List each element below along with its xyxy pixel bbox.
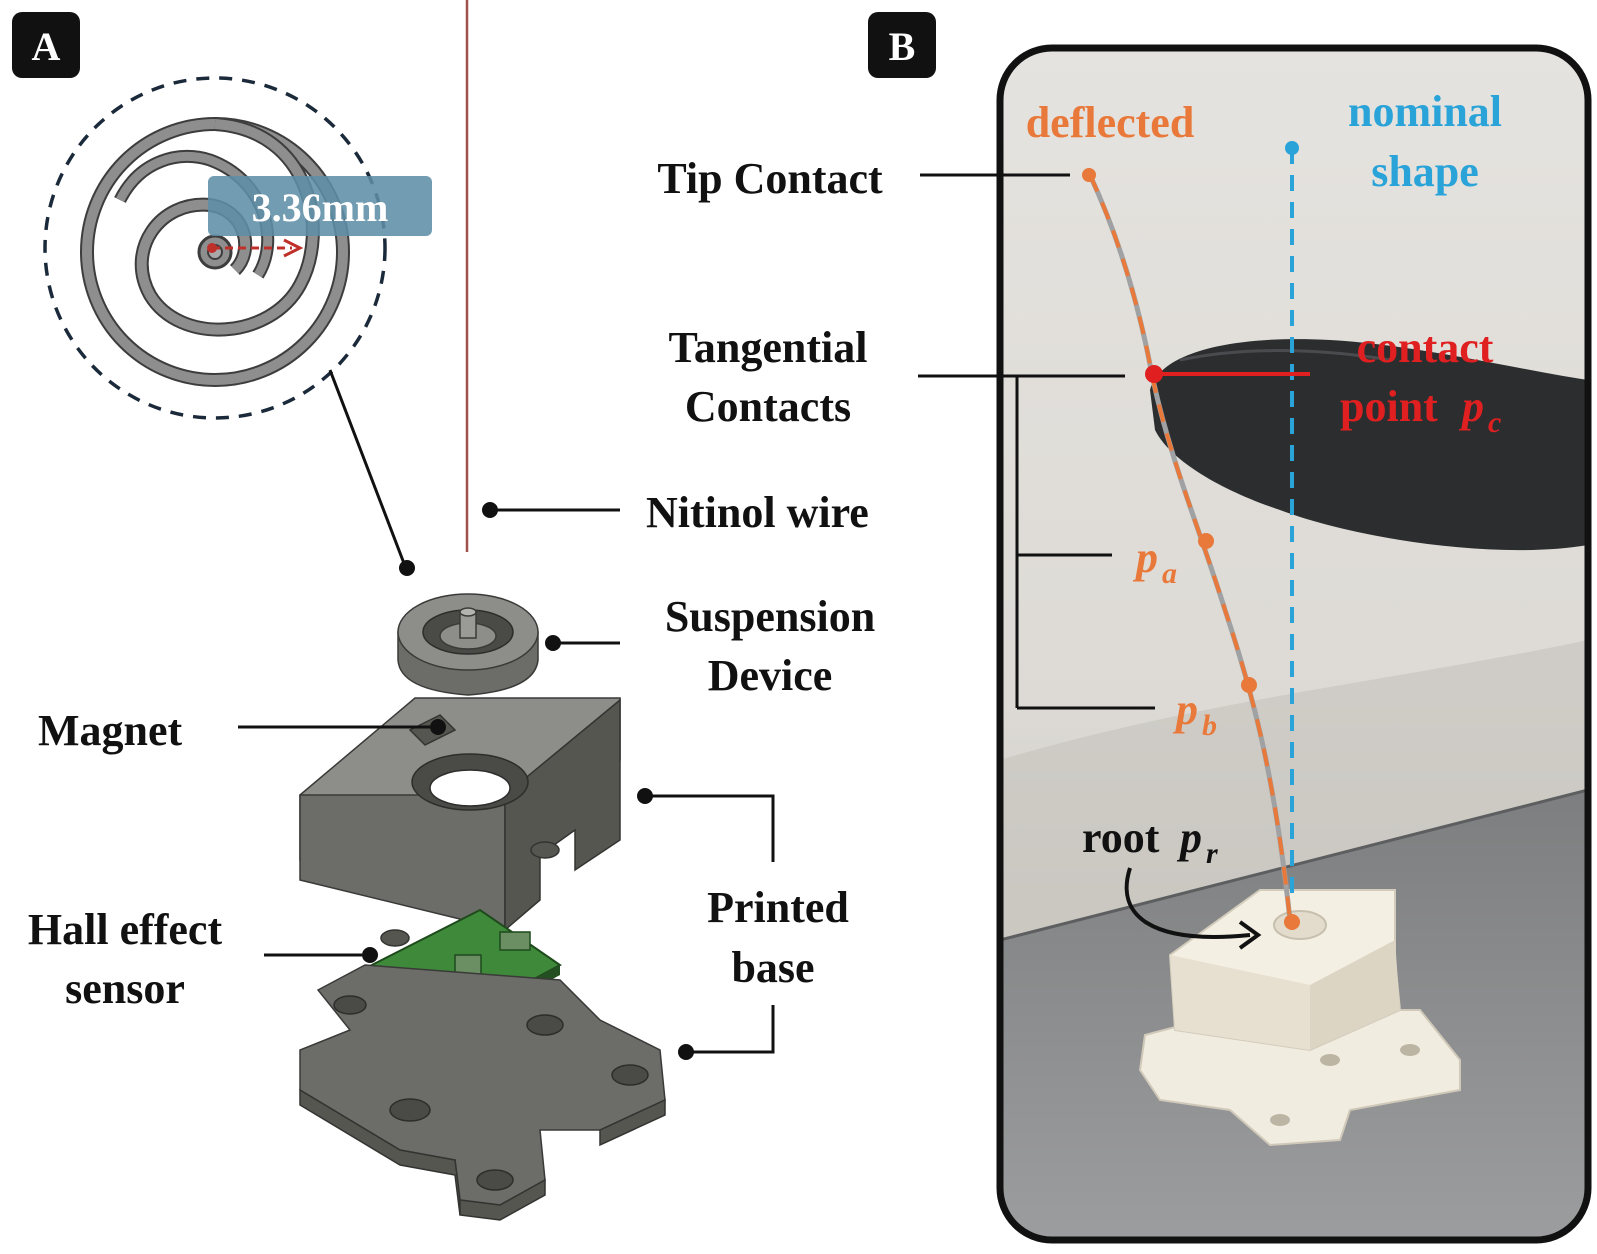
nitinol-wire-callout: Nitinol wire — [482, 488, 869, 537]
contact-point-marker — [1145, 365, 1310, 383]
panel-b: B — [657, 12, 1592, 1244]
hall-label-line2: sensor — [65, 964, 185, 1013]
panel-b-badge: B — [868, 12, 936, 78]
photo-printed-base — [1138, 889, 1461, 1147]
contact-point-word: point — [1340, 382, 1438, 431]
contact-label-line1: contact — [1357, 323, 1494, 372]
detail-leader — [328, 369, 407, 567]
spiral-detail: 3.36mm — [43, 76, 432, 420]
printed-base-callout: Printed base — [637, 788, 849, 1060]
pr-symbol: p — [1176, 813, 1202, 862]
nitinol-wire-label: Nitinol wire — [646, 488, 869, 537]
panel-b-letter: B — [889, 24, 916, 69]
printed-base-upper-render — [299, 697, 621, 947]
suspension-device-callout: Suspension Device — [545, 592, 875, 700]
tangential-label-line2: Contacts — [685, 382, 851, 431]
pb-label: p b — [1172, 685, 1217, 742]
deflected-shape-line — [1082, 168, 1300, 930]
suspension-label-line1: Suspension — [665, 592, 875, 641]
dimension-box — [208, 176, 432, 236]
tip-contact-callout: Tip Contact — [657, 154, 1070, 203]
radius-arrow — [207, 238, 304, 258]
panel-a: A 3.36mm — [12, 0, 875, 1221]
suspension-device-render — [397, 593, 539, 696]
detail-circle — [43, 76, 387, 420]
panel-a-letter: A — [32, 24, 61, 69]
root-word: root — [1082, 813, 1160, 862]
tangential-label-line1: Tangential — [669, 323, 868, 372]
nominal-label-line1: nominal — [1348, 87, 1502, 136]
contact-label-line2: point p c — [1340, 382, 1501, 439]
pb-symbol: p — [1172, 685, 1198, 734]
root-point — [1284, 914, 1300, 930]
tangential-contacts-callout: Tangential Contacts — [669, 323, 1155, 710]
magnet-callout: Magnet — [38, 706, 446, 755]
cad-assembly — [299, 593, 666, 1221]
root-arrow — [1124, 867, 1251, 939]
pa-subscript: a — [1162, 557, 1177, 590]
detail-leader-dot — [399, 560, 415, 576]
pr-subscript: r — [1206, 837, 1218, 870]
pc-subscript: c — [1488, 406, 1501, 439]
printed-base-plate-render — [299, 964, 666, 1221]
pa-point — [1198, 533, 1214, 549]
pb-point — [1241, 677, 1257, 693]
nominal-label-line2: shape — [1371, 147, 1479, 196]
nominal-shape-line — [1285, 141, 1299, 900]
printed-base-label-line2: base — [731, 943, 814, 992]
pa-symbol: p — [1132, 533, 1158, 582]
dimension-label: 3.36mm — [252, 185, 389, 230]
pa-label: p a — [1132, 533, 1177, 590]
tip-point — [1082, 168, 1096, 182]
photo-frame — [996, 44, 1592, 1244]
pb-subscript: b — [1202, 709, 1217, 742]
suspension-label-line2: Device — [708, 651, 833, 700]
hall-label-line1: Hall effect — [28, 905, 223, 954]
deflected-label: deflected — [1026, 98, 1195, 147]
tip-contact-label: Tip Contact — [657, 154, 883, 203]
root-label: root p r — [1082, 813, 1262, 950]
hall-sensor-callout: Hall effect sensor — [28, 905, 378, 1013]
magnet-label: Magnet — [38, 706, 183, 755]
finger — [1150, 339, 1588, 551]
printed-base-label-line1: Printed — [707, 883, 849, 932]
panel-a-badge: A — [12, 12, 80, 78]
pc-symbol: p — [1458, 382, 1484, 431]
